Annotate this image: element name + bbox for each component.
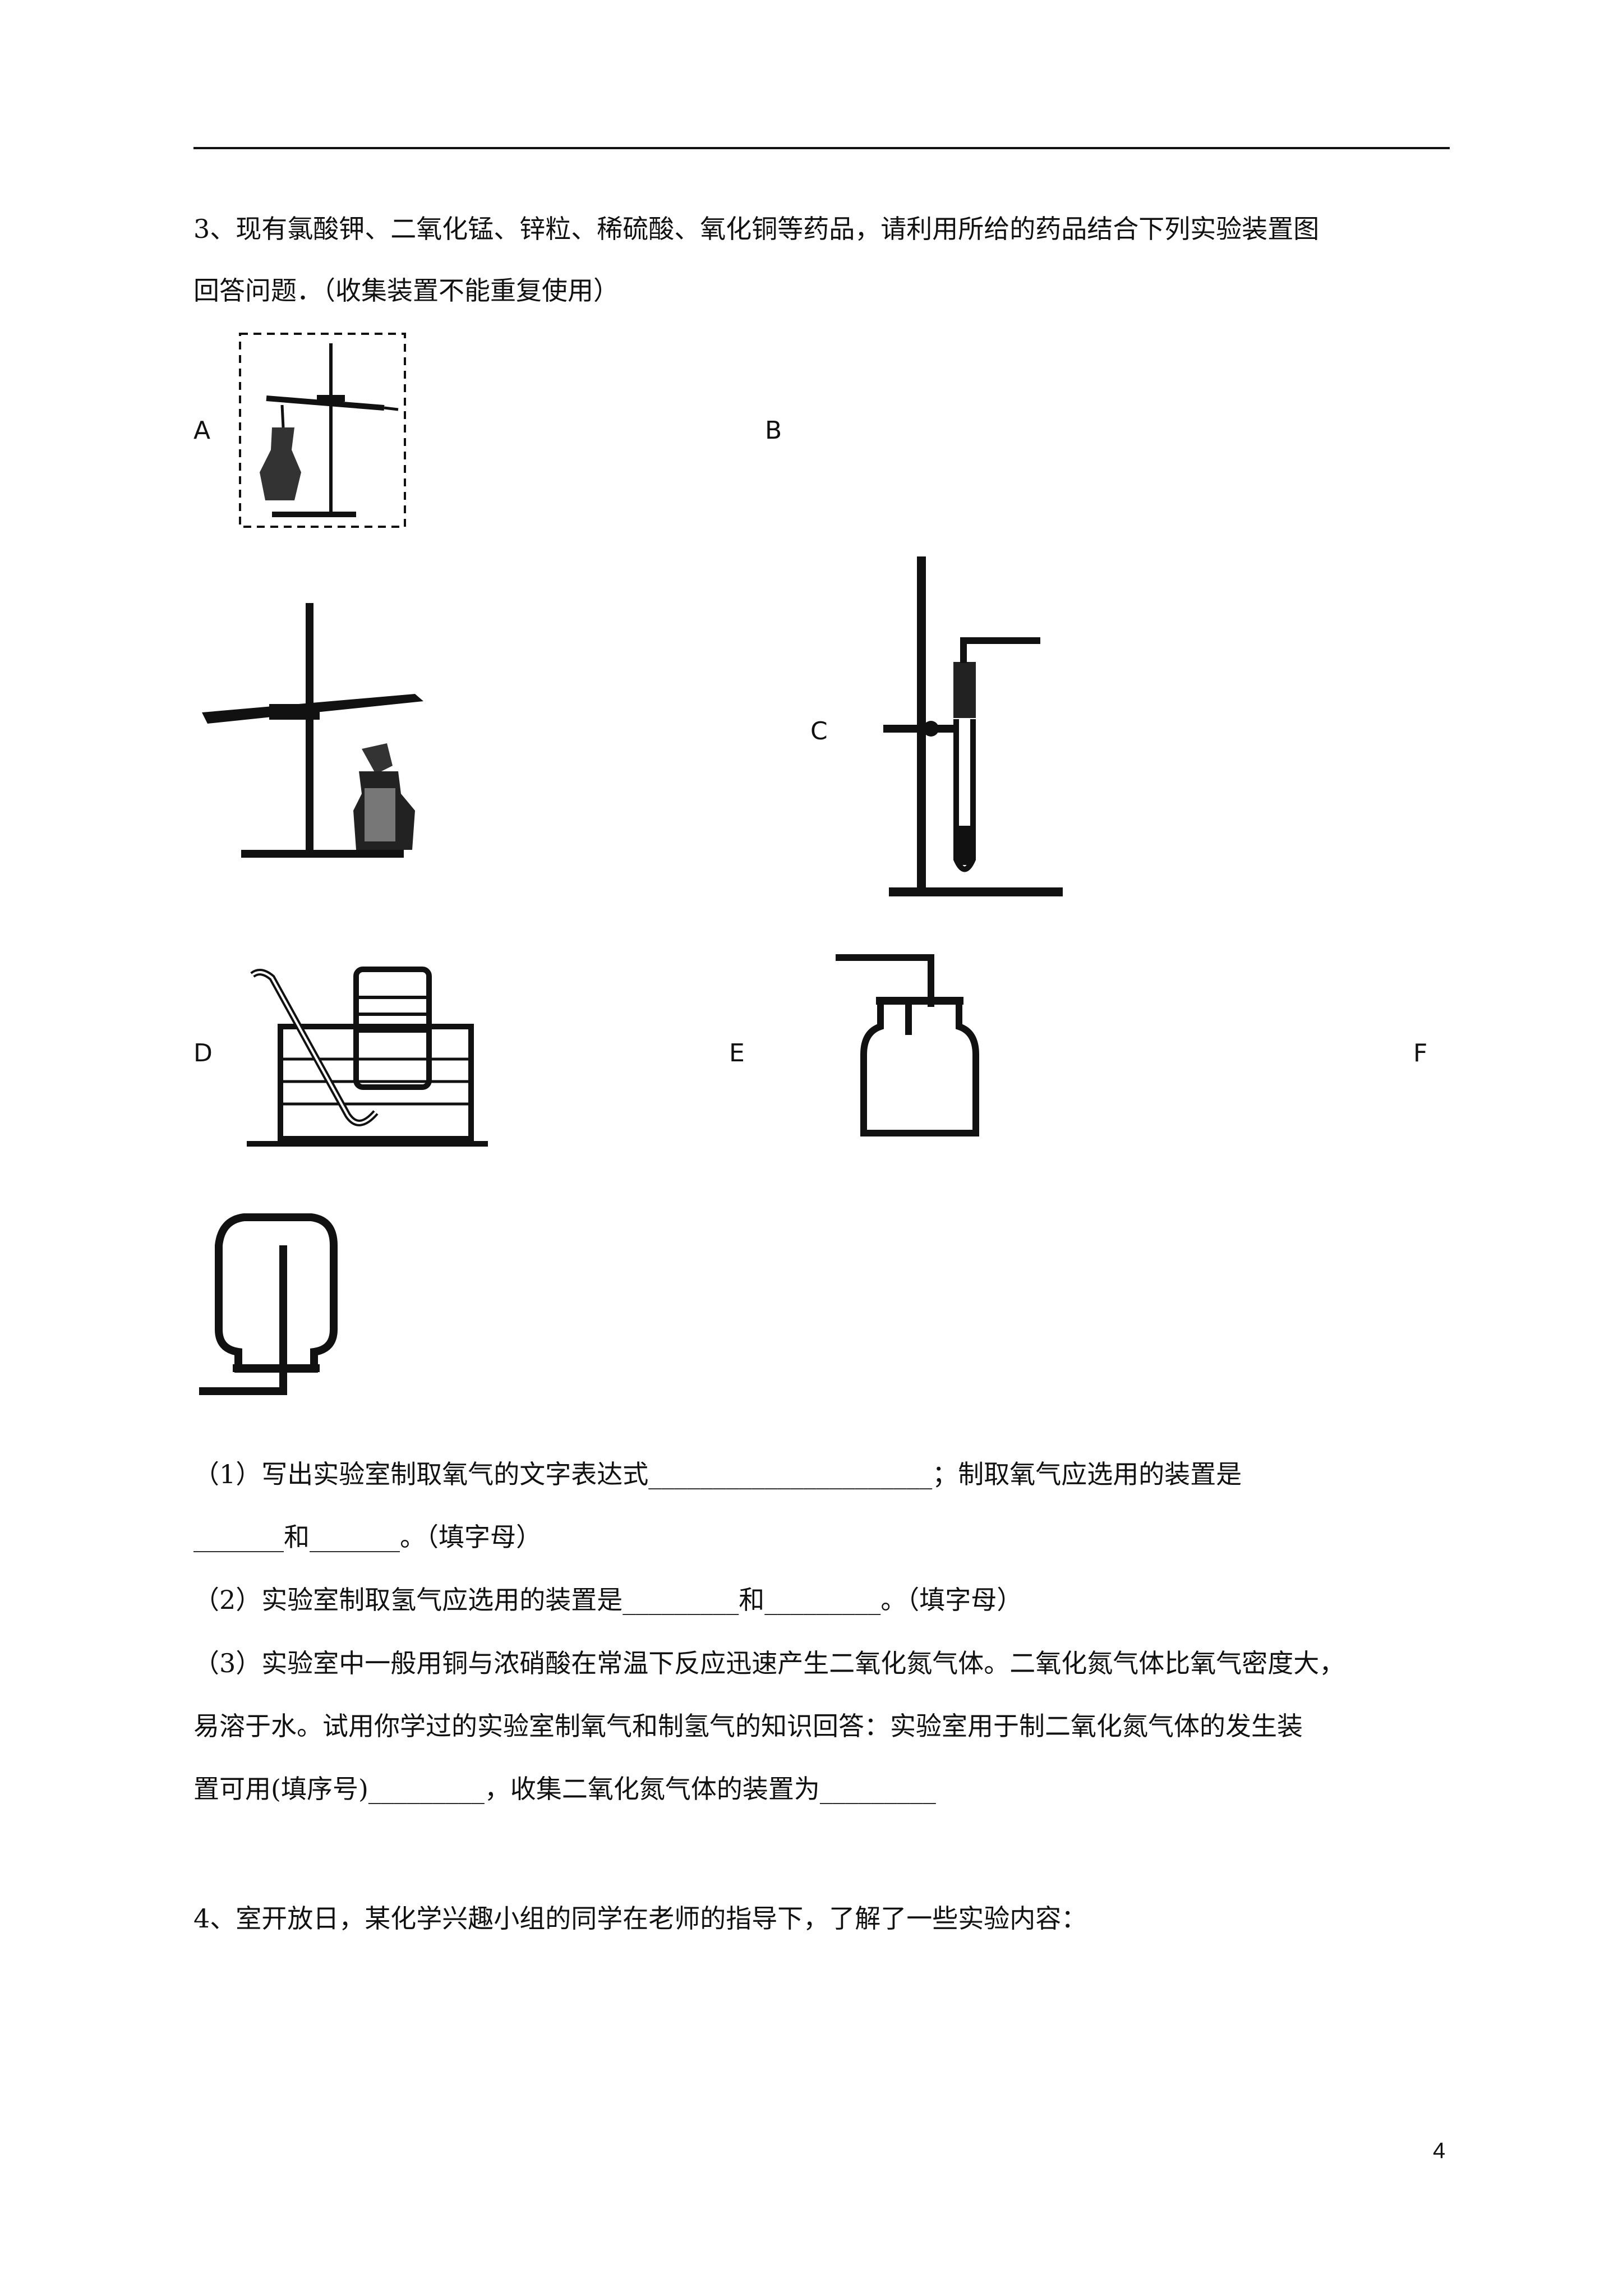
label-f: F (1413, 1039, 1428, 1068)
label-b: B (765, 416, 782, 445)
label-d: D (193, 1039, 213, 1068)
apparatus-d-water-displacement (247, 964, 488, 1147)
q4-line-1: 4、室开放日，某化学兴趣小组的同学在老师的指导下，了解了一些实验内容： (193, 1903, 1087, 1934)
label-e: E (729, 1039, 745, 1068)
q3-sub2: （2）实验室制取氢气应选用的装置是_________和_________。（填字… (193, 1585, 1023, 1615)
apparatus-a-heating-tube-dashed (238, 332, 407, 528)
label-c: C (810, 717, 828, 746)
q3-line-2: 回答问题．（收集装置不能重复使用） (193, 275, 619, 306)
q3-sub1-line-2: _______和_______。（填字母） (193, 1522, 542, 1552)
page-number: 4 (1433, 2138, 1446, 2163)
apparatus-inverted-bottle (199, 1212, 345, 1408)
q3-line-1: 3、现有氯酸钾、二氧化锰、锌粒、稀硫酸、氧化铜等药品，请利用所给的药品结合下列实… (193, 214, 1320, 244)
label-a: A (193, 416, 211, 445)
q3-sub3-line-2: 易溶于水。试用你学过的实验室制氧气和制氢气的知识回答：实验室用于制二氧化氮气体的… (193, 1711, 1303, 1741)
q3-sub1-line-1: （1）写出实验室制取氧气的文字表达式______________________… (193, 1459, 1242, 1489)
header-rule (193, 147, 1450, 149)
apparatus-c-test-tube-with-stand (883, 556, 1063, 896)
apparatus-e-gas-bottle-long-tube (830, 951, 998, 1142)
apparatus-heating-tube-large (202, 603, 423, 858)
q3-sub3-line-1: （3）实验室中一般用铜与浓硝酸在常温下反应迅速产生二氧化氮气体。二氧化氮气体比氧… (193, 1648, 1345, 1678)
q3-sub3-line-3: 置可用(填序号)_________，收集二氧化氮气体的装置为_________ (193, 1774, 936, 1804)
